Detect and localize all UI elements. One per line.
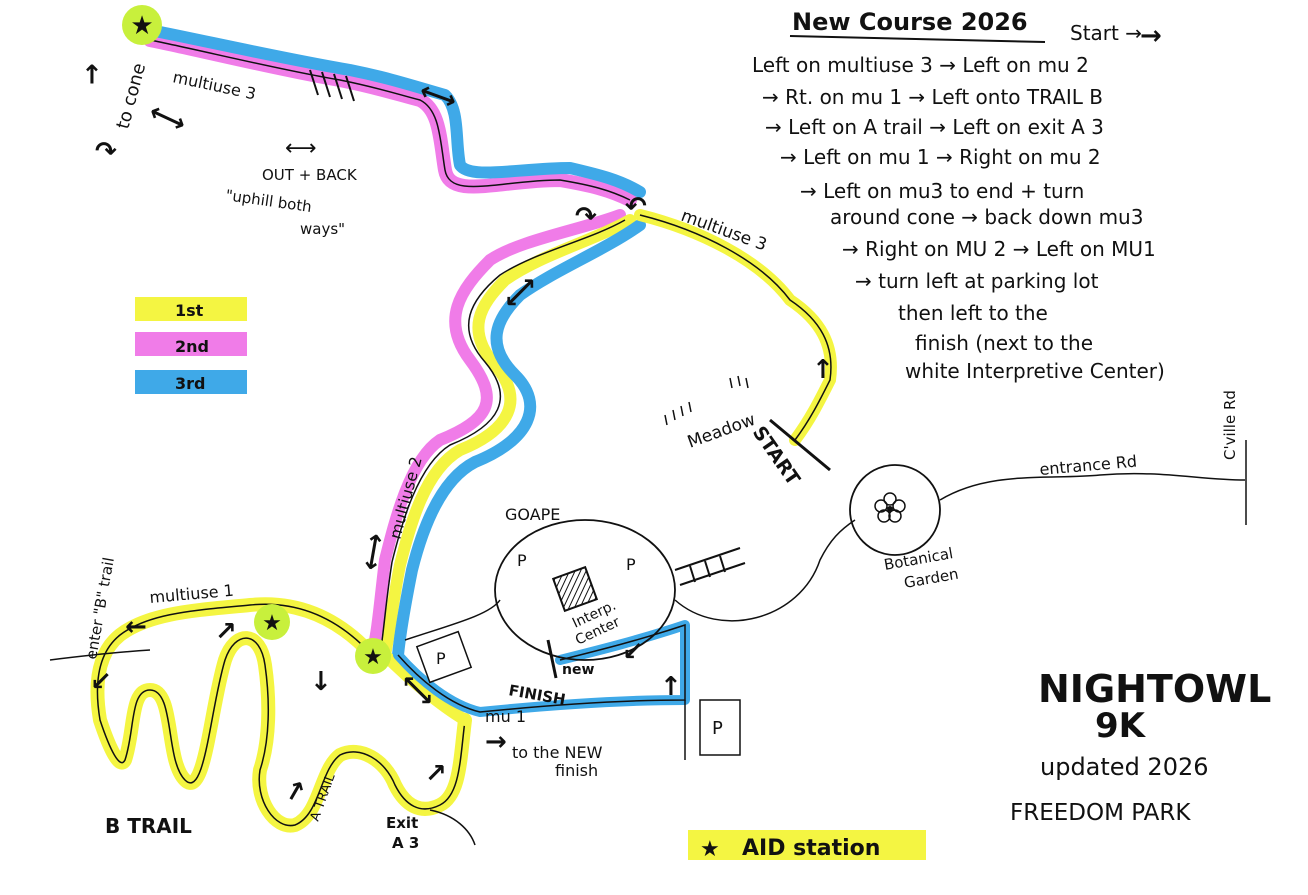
course-title: New Course 2026 [792, 8, 1028, 36]
to-new-finish-label-1: to the NEW [512, 743, 603, 762]
legend-label-2nd: 2nd [175, 337, 209, 356]
aid-legend-swatch [688, 830, 926, 860]
arrow-down-icon: ↙ [90, 667, 112, 697]
parking-loop [494, 519, 676, 661]
arrow-up-icon: ↑ [812, 355, 834, 385]
aid-station-top: ★ [122, 5, 162, 45]
arrow-right-icon: → [485, 727, 507, 757]
direction-line-10: finish (next to the [915, 331, 1093, 355]
bridge-marks-parking [674, 547, 746, 586]
route-mu3-top-blue [154, 26, 646, 198]
legend-label-1st: 1st [175, 301, 204, 320]
out-back-line-3: ways" [300, 220, 345, 238]
flower-icon [874, 492, 906, 523]
exit-a3-label-2: A 3 [392, 834, 419, 852]
arrow-up-icon: ↗ [215, 617, 237, 647]
aid-station-b-trail: ★ [254, 604, 290, 640]
double-arrow-icon: ⟷ [144, 97, 190, 140]
arrow-up-icon: → [77, 63, 107, 85]
route-mu2-blue [392, 219, 646, 661]
direction-arrows: ⟷ ⟷ ⟷ ⟷ ⟷ ↑ ↑ ↗ ↑ ↙ ↗ ↓ ↙ ← ↷ ↶ → ↷ → → [77, 21, 1162, 811]
turnaround-icon: ↶ [625, 192, 647, 222]
route-mu2-pink [366, 209, 626, 661]
brand-line-3: updated 2026 [1040, 753, 1209, 781]
direction-line-6: around cone → back down mu3 [830, 205, 1143, 229]
out-back-line-2: "uphill both [224, 186, 312, 216]
aid-station-junction: ★ [355, 638, 391, 674]
mu1-label: mu 1 [485, 707, 526, 726]
aid-station-label: AID station [742, 836, 880, 861]
out-back-line-1: OUT + BACK [262, 166, 358, 184]
direction-line-7: → Right on MU 2 → Left on MU1 [842, 237, 1156, 261]
parking-box-right [699, 699, 741, 756]
svg-text:★: ★ [363, 645, 383, 670]
legend-swatch-2nd [135, 332, 247, 356]
aid-legend-star-icon: ★ [700, 837, 720, 862]
goape-label: GOAPE [505, 505, 560, 524]
exit-a3-label-1: Exit [386, 814, 418, 832]
arrow-right-icon: → [1140, 21, 1162, 51]
route-mu1-yellow [379, 649, 471, 726]
b-trail-label: B TRAIL [105, 814, 192, 838]
direction-line-11: white Interpretive Center) [905, 359, 1165, 383]
meadow-label: Meadow [685, 410, 758, 453]
legend-swatch-1st [135, 297, 247, 321]
svg-text:★: ★ [130, 11, 153, 41]
double-arrow-icon: ⟷ [355, 531, 391, 573]
parking-label-box-right: P [712, 718, 723, 739]
arrow-down-icon: ↓ [310, 667, 332, 697]
parking-label-loop-left: P [517, 551, 527, 570]
route-mu2-yellow [379, 214, 636, 661]
out-back-arrow-icon: ⟷ [285, 136, 317, 161]
arrow-left-icon: ↙ [622, 637, 644, 667]
to-new-finish-label-2: finish [555, 761, 598, 780]
start-line [769, 418, 831, 472]
meadow-grass [664, 375, 749, 426]
direction-line-5: → Left on mu3 to end + turn [800, 179, 1084, 203]
new-finish-label-1: new [562, 662, 594, 678]
direction-line-4: → Left on mu 1 → Right on mu 2 [780, 145, 1101, 169]
parking-label-loop-right: P [626, 555, 636, 574]
route-mu3-right-yellow [634, 209, 837, 446]
legend-label-3rd: 3rd [175, 374, 205, 393]
direction-line-2: → Rt. on mu 1 → Left onto TRAIL B [762, 85, 1103, 109]
direction-line-3: → Left on A trail → Left on exit A 3 [765, 115, 1104, 139]
multiuse3-top-label: multiuse 3 [171, 67, 258, 103]
svg-text:★: ★ [262, 611, 282, 636]
cville-road-label: C'ville Rd [1221, 390, 1239, 460]
road-to-botanical [674, 519, 856, 622]
arrow-up-icon: ↑ [660, 672, 682, 702]
arrow-up-icon: ↗ [425, 759, 447, 789]
road-parking-loop [404, 599, 501, 641]
brand-line-2: 9K [1095, 706, 1147, 746]
to-cone-label: to cone [113, 61, 151, 131]
finish-line [546, 639, 558, 679]
botanical-garden-circle [849, 464, 941, 556]
direction-line-1: Left on multiuse 3 → Left on mu 2 [752, 53, 1089, 77]
legend-swatch-3rd [135, 370, 247, 394]
entrance-road [939, 472, 1246, 501]
interp-center-building [551, 565, 599, 613]
turnaround-icon: ↷ [95, 137, 117, 167]
brand-line-4: FREEDOM PARK [1010, 800, 1191, 826]
parking-label-box-left: P [436, 649, 446, 668]
direction-line-0: Start → [1070, 21, 1142, 45]
road-left [49, 649, 151, 661]
direction-line-9: then left to the [898, 301, 1048, 325]
arrow-left-icon: ← [125, 612, 147, 642]
entrance-road-label: entrance Rd [1039, 452, 1138, 479]
parking-box-left [415, 630, 473, 684]
turnaround-icon: ↷ [575, 202, 597, 232]
brand-line-1: NIGHTOWL [1038, 667, 1271, 711]
bridge-marks-top [309, 69, 355, 102]
route-mu3-top-pink [143, 33, 637, 207]
direction-line-8: → turn left at parking lot [855, 269, 1099, 293]
